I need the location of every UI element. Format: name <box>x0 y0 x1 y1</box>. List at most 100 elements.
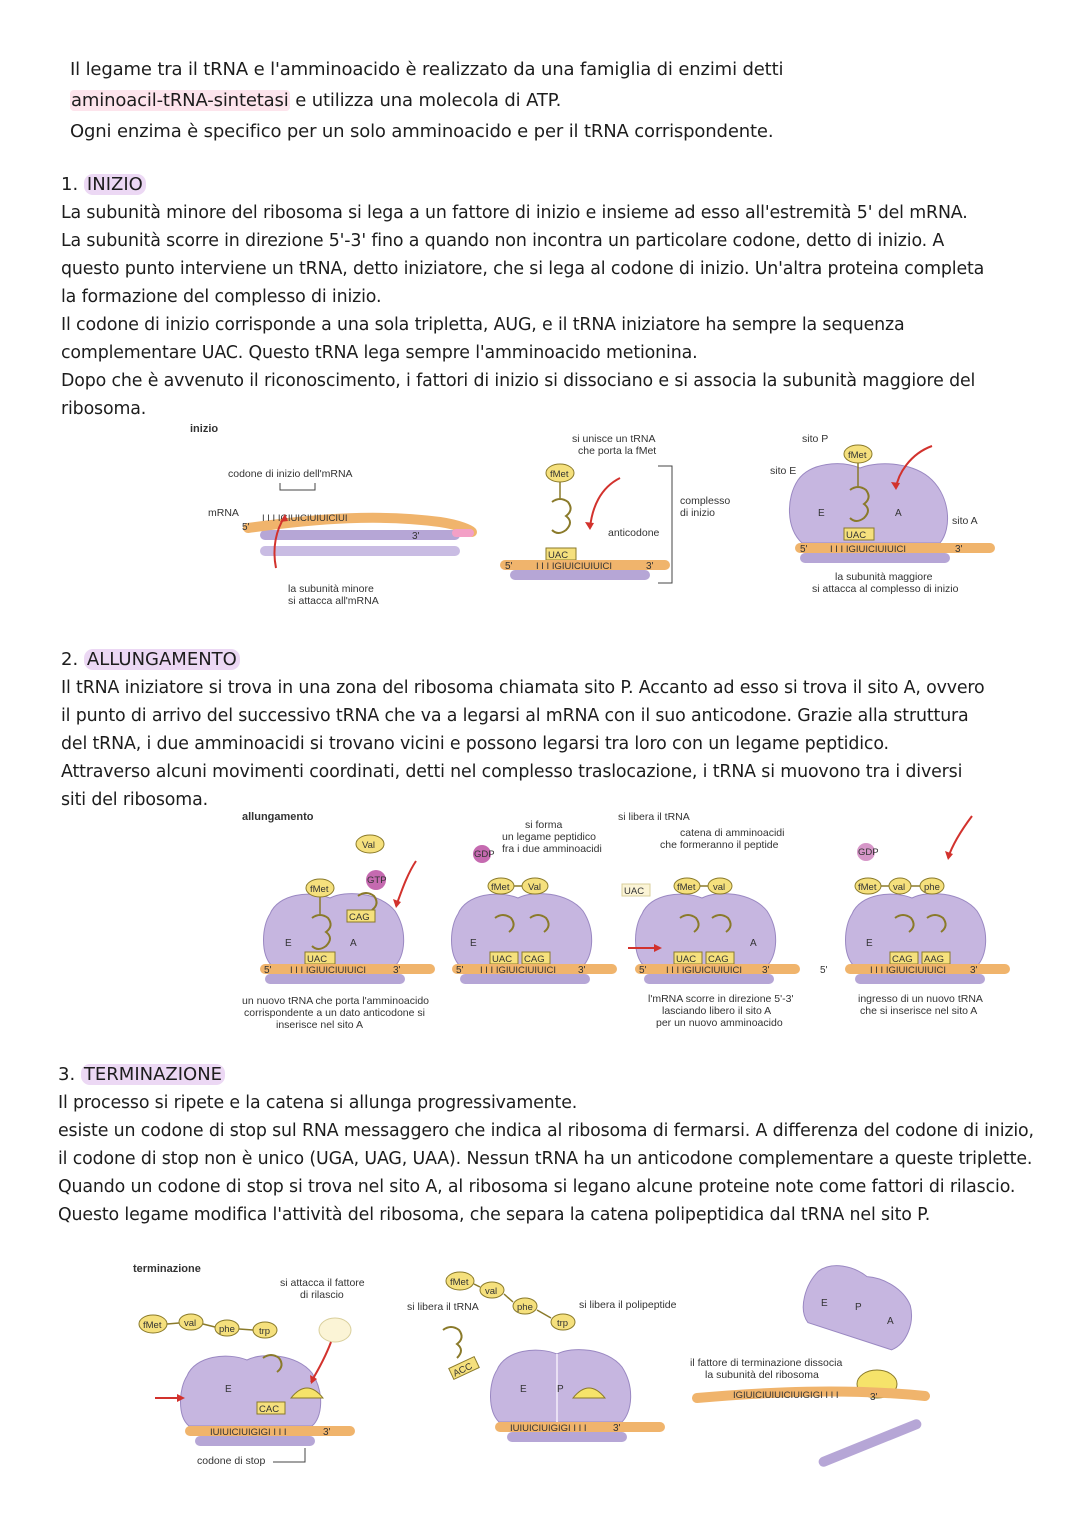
intro-line-3: Ogni enzima è specifico per un solo ammi… <box>70 121 774 142</box>
inizio-line: complementare UAC. Questo tRNA lega semp… <box>61 343 698 363</box>
allungamento-paragraph: Il tRNA iniziatore si trova in una zona … <box>61 674 985 814</box>
figure-title: inizio <box>190 423 218 435</box>
svg-text:E: E <box>520 1384 527 1395</box>
sito-a-label: sito A <box>952 515 978 527</box>
caption-2a: si unisce un tRNA <box>572 433 655 445</box>
svg-text:trp: trp <box>557 1318 568 1329</box>
svg-text:phe: phe <box>517 1302 533 1313</box>
svg-text:trp: trp <box>259 1326 270 1337</box>
svg-text:fMet: fMet <box>677 882 696 893</box>
caption-1b: corrispondente a un dato anticodone si <box>244 1007 425 1019</box>
svg-text:5': 5' <box>505 561 513 572</box>
svg-text:E: E <box>866 938 873 949</box>
caption-2b: un legame peptidico <box>502 831 596 843</box>
caption-3b: si attacca al complesso di inizio <box>812 583 959 595</box>
caption-5c: per un nuovo amminoacido <box>656 1017 783 1029</box>
five-prime: 5' <box>242 522 250 533</box>
svg-text:val: val <box>485 1286 497 1297</box>
svg-text:A: A <box>895 508 902 519</box>
svg-text:UAC: UAC <box>846 530 866 541</box>
inizio-line: la formazione del complesso di inizio. <box>61 287 382 307</box>
svg-text:fMet: fMet <box>858 882 877 893</box>
figure-title: allungamento <box>242 811 314 823</box>
svg-text:CAG: CAG <box>524 954 545 965</box>
svg-text:5': 5' <box>820 965 828 976</box>
caption-6b: che si inserisce nel sito A <box>860 1005 977 1017</box>
section-heading-allungamento: 2. ALLUNGAMENTO <box>61 647 240 673</box>
terminazione-line: il codone di stop non è unico (UGA, UAG,… <box>58 1149 1033 1169</box>
svg-text:A: A <box>350 938 357 949</box>
svg-text:5': 5' <box>639 965 647 976</box>
caption-4b: che formeranno il peptide <box>660 839 779 851</box>
caption-3: si libera il tRNA <box>618 811 690 823</box>
caption-1a: si attacca il fattore <box>280 1277 365 1289</box>
svg-text:fMet: fMet <box>450 1277 469 1288</box>
svg-text:phe: phe <box>219 1324 235 1335</box>
caption-1b: di rilascio <box>300 1289 344 1301</box>
codon-label: codone di inizio dell'mRNA <box>228 468 353 480</box>
svg-text:GTP: GTP <box>367 875 387 886</box>
svg-text:P: P <box>855 1302 862 1313</box>
fmet-label: fMet <box>550 469 569 480</box>
svg-text:GDP: GDP <box>858 847 879 858</box>
svg-text:Val: Val <box>528 882 541 893</box>
svg-text:3': 3' <box>970 965 978 976</box>
caption-2: si libera il tRNA <box>407 1301 479 1313</box>
section-heading-terminazione: 3. TERMINAZIONE <box>58 1062 226 1088</box>
terminazione-paragraph: Il processo si ripete e la catena si all… <box>58 1089 1034 1229</box>
svg-text:IGIUICIUIUICIUIGIGI I I I: IGIUICIUIUICIUIGIGI I I I <box>733 1390 839 1401</box>
svg-text:AAG: AAG <box>924 954 944 965</box>
svg-text:5': 5' <box>264 965 272 976</box>
figure-allungamento: allungamento E A fMet UAC Val GTP CAG 5'… <box>230 806 1020 1036</box>
caption-2b: che porta la fMet <box>578 445 656 457</box>
svg-text:A: A <box>750 938 757 949</box>
allungamento-line: siti del ribosoma. <box>61 790 208 810</box>
terminazione-line: Questo legame modifica l'attività del ri… <box>58 1205 931 1225</box>
caption-1c: inserisce nel sito A <box>276 1019 363 1031</box>
svg-text:CAG: CAG <box>892 954 913 965</box>
inizio-line: Dopo che è avvenuto il riconoscimento, i… <box>61 371 976 391</box>
complesso-a: complesso <box>680 495 730 507</box>
figure-inizio: inizio codone di inizio dell'mRNA mRNA 5… <box>180 418 1020 618</box>
terminazione-line: Il processo si ripete e la catena si all… <box>58 1093 578 1113</box>
svg-text:I I I IGIUICIUIUICI: I I I IGIUICIUIUICI <box>290 965 366 976</box>
svg-text:CAG: CAG <box>349 912 370 923</box>
svg-text:I I I IGIUICIUIUICI: I I I IGIUICIUIUICI <box>870 965 946 976</box>
terminazione-line: esiste un codone di stop sul RNA messagg… <box>58 1121 1034 1141</box>
svg-text:UAC: UAC <box>624 886 644 897</box>
stop-codon-label: codone di stop <box>197 1455 265 1467</box>
caption-3a: la subunità maggiore <box>835 571 933 583</box>
inizio-line: La subunità scorre in direzione 5'-3' fi… <box>61 231 945 251</box>
svg-text:E: E <box>285 938 292 949</box>
intro-line-1: Il legame tra il tRNA e l'amminoacido è … <box>70 59 784 80</box>
caption-5a: l'mRNA scorre in direzione 5'-3' <box>648 993 793 1005</box>
section-title-inizio: INIZIO <box>83 174 146 195</box>
svg-text:val: val <box>184 1318 196 1329</box>
svg-text:val: val <box>713 882 725 893</box>
allungamento-line: Attraverso alcuni movimenti coordinati, … <box>61 762 963 782</box>
svg-text:P: P <box>557 1384 564 1395</box>
svg-text:3': 3' <box>613 1423 621 1434</box>
svg-text:E: E <box>225 1384 232 1395</box>
inizio-paragraph: La subunità minore del ribosoma si lega … <box>61 199 984 423</box>
three-prime: 3' <box>412 531 420 542</box>
caption-1a: un nuovo tRNA che porta l'amminoacido <box>242 995 429 1007</box>
svg-text:fMet: fMet <box>143 1320 162 1331</box>
caption-1b: si attacca all'mRNA <box>288 595 379 607</box>
svg-text:UAC: UAC <box>676 954 696 965</box>
svg-text:3': 3' <box>578 965 586 976</box>
caption-4a: il fattore di terminazione dissocia <box>690 1357 842 1369</box>
svg-text:3': 3' <box>323 1427 331 1438</box>
figure-title: terminazione <box>133 1263 201 1275</box>
allungamento-line: del tRNA, i due amminoacidi si trovano v… <box>61 734 889 754</box>
svg-text:IUIUICIUIGIGI I I I: IUIUICIUIGIGI I I I <box>510 1423 587 1434</box>
caption-4b: la subunità del ribosoma <box>705 1369 819 1381</box>
svg-text:5': 5' <box>800 544 808 555</box>
inizio-line: ribosoma. <box>61 399 147 419</box>
complesso-b: di inizio <box>680 507 715 519</box>
caption-5b: lasciando libero il sito A <box>662 1005 771 1017</box>
section-title-terminazione: TERMINAZIONE <box>80 1064 226 1085</box>
svg-text:fMet: fMet <box>848 450 867 461</box>
svg-text:CAC: CAC <box>259 1404 279 1415</box>
svg-text:I I I IGIUICIUIUICI: I I I IGIUICIUIUICI <box>830 544 906 555</box>
